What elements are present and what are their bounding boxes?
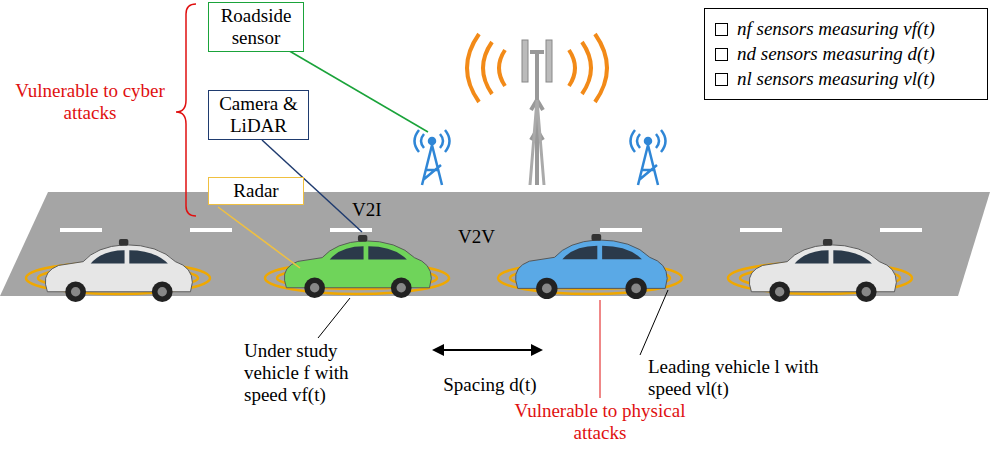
leader-line (600, 300, 601, 398)
label: Vulnerable to cyber attacks (6, 80, 174, 124)
leader-line (640, 290, 668, 355)
legend-box: nf sensors measuring vf(t) nd sensors mea… (704, 8, 988, 100)
text: Radar (233, 180, 278, 201)
legend-row: nd sensors measuring d(t) (715, 43, 977, 65)
checkbox (715, 23, 728, 36)
cell-tower (467, 34, 607, 185)
box-text: Radar (213, 180, 299, 202)
label: V2I (352, 199, 402, 221)
roadside-antenna (415, 130, 450, 185)
label: V2V (458, 226, 508, 248)
sensor-box: Radar (208, 177, 304, 205)
box-text: Camera & LiDAR (213, 93, 304, 137)
text: nl sensors measuring vl(t) (737, 68, 935, 89)
brace (176, 4, 196, 216)
text: Roadside sensor (221, 5, 292, 48)
legend-row: nl sensors measuring vl(t) (715, 68, 977, 90)
label: Leading vehicle l with speed vl(t) (648, 356, 838, 400)
label: Vulnerable to physical attacks (495, 400, 705, 444)
label: Under study vehicle f with speed vf(t) (244, 340, 376, 406)
text: Camera & LiDAR (219, 93, 298, 136)
sensor-box: Roadside sensor (208, 2, 304, 52)
spacing-arrow (432, 344, 543, 356)
label: Spacing d(t) (410, 374, 570, 396)
car (45, 239, 192, 302)
car (749, 239, 896, 302)
sensor-box: Camera & LiDAR (208, 90, 309, 140)
text: nd sensors measuring d(t) (737, 43, 935, 64)
text: nf sensors measuring vf(t) (737, 18, 935, 39)
box-text: Roadside sensor (213, 5, 299, 49)
legend-row: nf sensors measuring vf(t) (715, 18, 977, 40)
roadside-antenna (631, 130, 666, 185)
follower-car (284, 235, 431, 298)
checkbox (715, 73, 728, 86)
leader-line (318, 298, 350, 338)
leader-line (218, 207, 300, 268)
leading-car (516, 234, 668, 299)
checkbox (715, 48, 728, 61)
